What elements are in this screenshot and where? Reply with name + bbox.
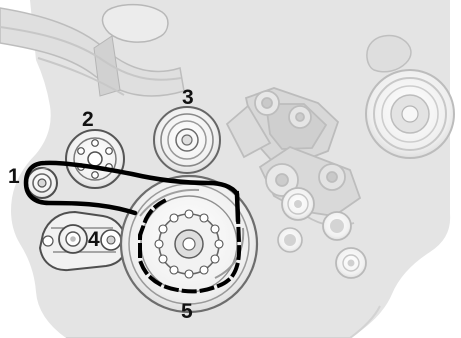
background-pulley-4: [335, 247, 367, 279]
callout-3: 3: [182, 86, 194, 109]
belt-left-loop-highlight: [34, 167, 50, 174]
intake-hose: [0, 7, 185, 97]
callout-1: 1: [8, 165, 20, 188]
intake-hose-band: [93, 35, 121, 97]
top-fill-neck: [101, 3, 169, 43]
background-pulley-2: [277, 227, 303, 253]
intake-hose-edge: [37, 57, 125, 96]
background-pulley-3: [322, 211, 352, 241]
solid-belt: [23, 160, 241, 224]
callout-2: 2: [82, 108, 94, 131]
callout-5: 5: [181, 300, 193, 323]
background-tensioner-assembly: [225, 87, 362, 227]
top-right-bracket: [366, 34, 412, 73]
pulley-2: [65, 129, 125, 189]
dashed-belt: [138, 190, 242, 294]
callout-4: 4: [88, 228, 100, 251]
pulley-1: [26, 167, 58, 199]
intake-hose-line: [0, 26, 182, 81]
pulley-3: [153, 106, 221, 174]
crank-pulley-5: [119, 174, 259, 314]
background-pulley-1: [281, 187, 315, 221]
tensioner-4: [38, 210, 128, 272]
right-large-pulley: [365, 69, 455, 159]
